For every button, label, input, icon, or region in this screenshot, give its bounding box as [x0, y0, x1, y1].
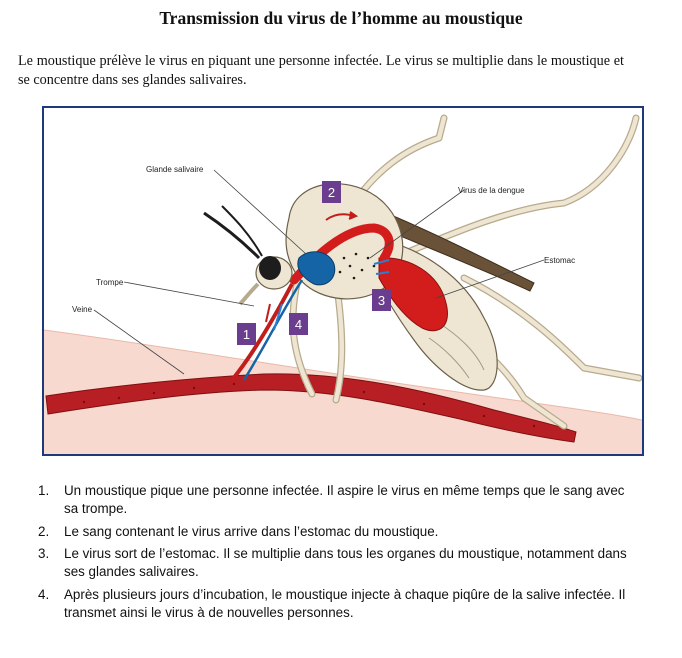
salivary-gland — [297, 251, 336, 286]
svg-text:1: 1 — [243, 327, 250, 342]
stomach — [378, 257, 448, 332]
label-glande-salivaire: Glande salivaire — [146, 165, 204, 174]
label-trompe: Trompe — [96, 278, 124, 287]
label-virus-dengue: Virus de la dengue — [458, 186, 525, 195]
svg-text:3: 3 — [378, 293, 385, 308]
badge-2: 2 — [322, 181, 341, 203]
step-item: 2.Le sang contenant le virus arrive dans… — [38, 523, 439, 539]
step-item: 1.Un moustique pique une personne infect… — [38, 483, 625, 516]
badge-1: 1 — [237, 323, 256, 345]
label-veine: Veine — [72, 305, 93, 314]
step-item: 4.Après plusieurs jours d’incubation, le… — [38, 586, 626, 620]
intro-paragraph: Le moustique prélève le virus en piquant… — [18, 53, 624, 88]
badge-4: 4 — [289, 313, 308, 335]
svg-text:2: 2 — [328, 185, 335, 200]
virus-particles — [338, 252, 376, 280]
eye — [259, 256, 281, 280]
proboscis — [230, 283, 294, 382]
step-item: 3.Le virus sort de l’estomac. Il se mult… — [38, 546, 627, 579]
svg-text:4: 4 — [295, 317, 302, 332]
page-title: Transmission du virus de l’homme au mous… — [159, 8, 523, 28]
transmission-diagram: Glande salivaire Virus de la dengue Esto… — [42, 106, 644, 456]
label-estomac: Estomac — [544, 256, 575, 265]
vein — [45, 373, 577, 443]
steps-list: 1.Un moustique pique une personne infect… — [38, 482, 628, 626]
badge-3: 3 — [372, 289, 391, 311]
